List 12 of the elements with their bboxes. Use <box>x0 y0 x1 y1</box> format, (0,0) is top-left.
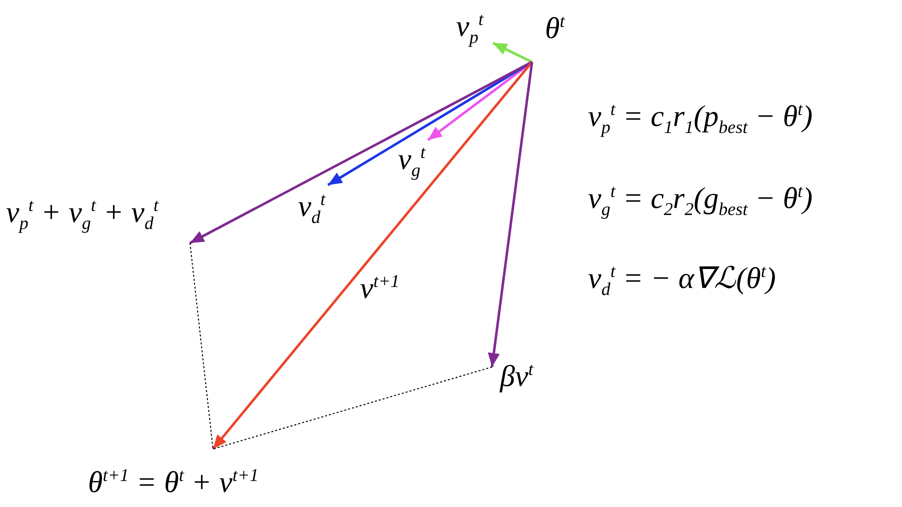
dotted-line <box>190 242 214 450</box>
math-label: θ$^{t+1}$ = θ$^{t}$ + v$^{t+1}$ <box>88 466 259 499</box>
math-label: βv$^{t}$ <box>500 360 534 393</box>
math-label: θ$^{t}$ <box>545 12 565 45</box>
vector-arrow <box>212 61 533 450</box>
equation: v$_{d}$$^{t}$ = − α∇ℒ(θ$^{t}$) <box>588 262 776 300</box>
equation: v$_{p}$$^{t}$ = c$_{1}$r$_{1}$(p$_{best}$ − θ$^{t}$) <box>588 100 813 138</box>
equation: v$_{g}$$^{t}$ = c$_{2}$r$_{2}$(g$_{best}$ − θ$^{t}$) <box>588 182 813 220</box>
vector-arrow <box>189 60 533 244</box>
dotted-line <box>212 366 492 450</box>
vector-arrow <box>488 62 534 368</box>
vector-arrow <box>492 42 533 64</box>
